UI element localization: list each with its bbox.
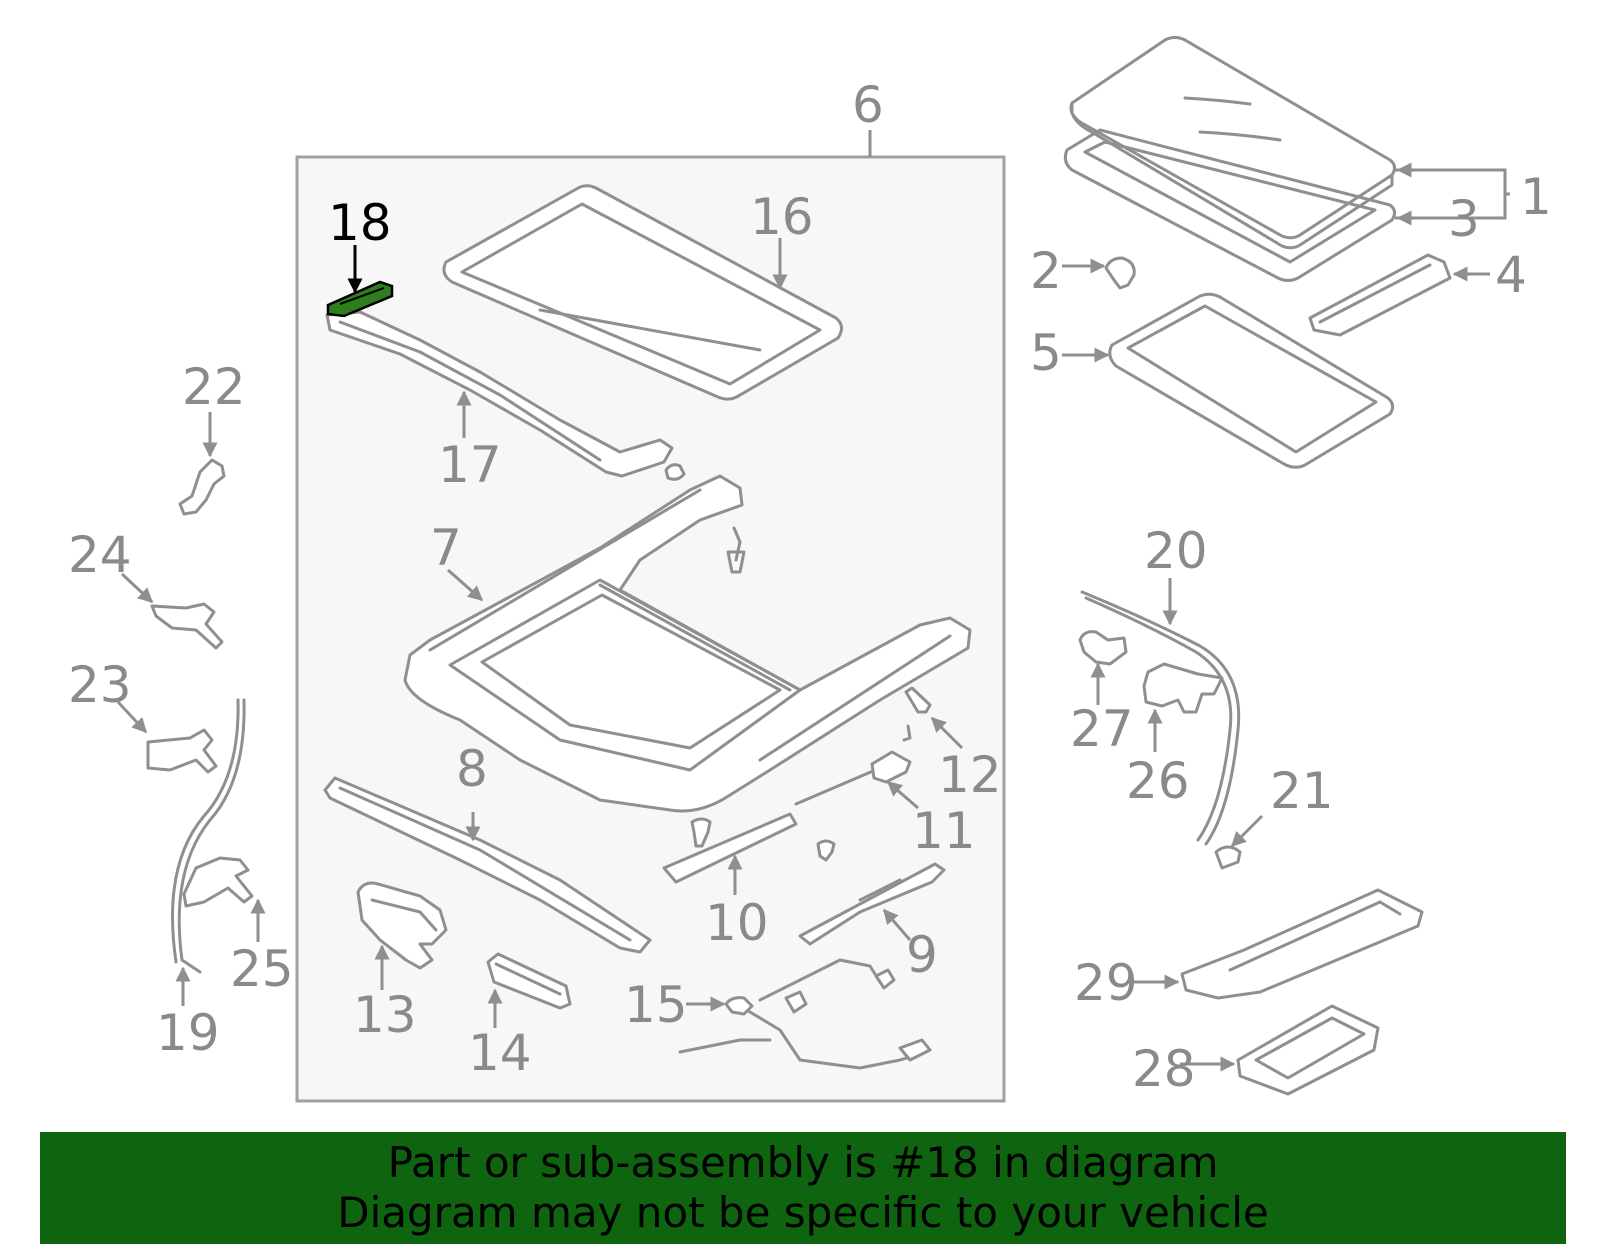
callout-25: 25 xyxy=(230,940,294,998)
leader-23 xyxy=(116,700,148,734)
part-26-bracket xyxy=(1142,662,1224,714)
part-13-motor xyxy=(356,881,448,970)
callout-12: 12 xyxy=(938,746,1002,804)
part-22-bracket xyxy=(178,458,226,516)
callout-29: 29 xyxy=(1074,954,1138,1012)
part-24-bracket xyxy=(150,602,224,650)
callout-4: 4 xyxy=(1495,246,1527,304)
leader-24 xyxy=(120,572,154,604)
callout-22: 22 xyxy=(182,358,246,416)
leader-7 xyxy=(447,568,484,602)
bracket-1-3 xyxy=(1395,168,1510,220)
callout-28: 28 xyxy=(1132,1040,1196,1098)
callout-26: 26 xyxy=(1126,752,1190,810)
callout-9: 9 xyxy=(906,926,938,984)
part-11-cable-guide xyxy=(794,750,912,806)
callout-2: 2 xyxy=(1030,242,1062,300)
callout-27: 27 xyxy=(1070,700,1134,758)
part-3-glass-frame xyxy=(1063,128,1397,282)
part-7-frame xyxy=(403,463,972,813)
part-12-screw xyxy=(902,686,932,742)
part-15-harness xyxy=(678,958,932,1070)
notice-banner: Part or sub-assembly is #18 in diagram D… xyxy=(40,1132,1566,1244)
part-7-screw xyxy=(726,526,746,574)
callout-10: 10 xyxy=(705,894,769,952)
callout-17: 17 xyxy=(438,436,502,494)
callout-14: 14 xyxy=(468,1024,532,1082)
callout-24: 24 xyxy=(68,526,132,584)
banner-line-2: Diagram may not be specific to your vehi… xyxy=(337,1188,1269,1237)
callout-18: 18 xyxy=(328,194,392,252)
banner-line-1: Part or sub-assembly is #18 in diagram xyxy=(387,1138,1219,1187)
leader-21 xyxy=(1230,814,1264,848)
part-20-drain-tube xyxy=(1080,590,1241,846)
part-2-clip xyxy=(1104,256,1136,290)
callout-11: 11 xyxy=(912,802,976,860)
callout-20: 20 xyxy=(1144,522,1208,580)
callout-8: 8 xyxy=(456,740,488,798)
part-1-glass-panel xyxy=(1069,36,1397,250)
leader-9 xyxy=(882,908,912,941)
part-18-highlighted xyxy=(326,280,394,318)
callout-6: 6 xyxy=(852,76,884,134)
part-10-guide-rail xyxy=(662,812,836,884)
leader-11 xyxy=(886,780,919,810)
part-8-trim xyxy=(323,776,652,954)
part-17-rail xyxy=(325,310,674,478)
callout-21: 21 xyxy=(1270,762,1334,820)
part-29-tray xyxy=(1180,888,1424,1000)
part-5-seal xyxy=(1108,292,1395,469)
part-27-clip xyxy=(1078,630,1128,666)
part-19-drain-tube xyxy=(171,698,246,974)
callout-13: 13 xyxy=(353,986,417,1044)
part-14-switch xyxy=(486,952,572,1010)
part-25-bracket xyxy=(182,856,254,908)
callout-19: 19 xyxy=(156,1004,220,1062)
callout-1: 1 xyxy=(1520,168,1552,226)
part-16-sunshade xyxy=(442,184,843,401)
callout-5: 5 xyxy=(1030,324,1062,382)
part-4-deflector xyxy=(1308,253,1452,337)
part-9-bracket xyxy=(798,862,946,946)
callout-15: 15 xyxy=(624,976,688,1034)
leader-12 xyxy=(930,716,964,750)
part-23-bracket xyxy=(146,728,218,774)
callout-3: 3 xyxy=(1448,190,1480,248)
callout-16: 16 xyxy=(750,188,814,246)
callout-7: 7 xyxy=(430,519,462,577)
part-28-lamp xyxy=(1236,1004,1380,1096)
callout-23: 23 xyxy=(68,656,132,714)
part-21-plug xyxy=(1214,845,1242,870)
